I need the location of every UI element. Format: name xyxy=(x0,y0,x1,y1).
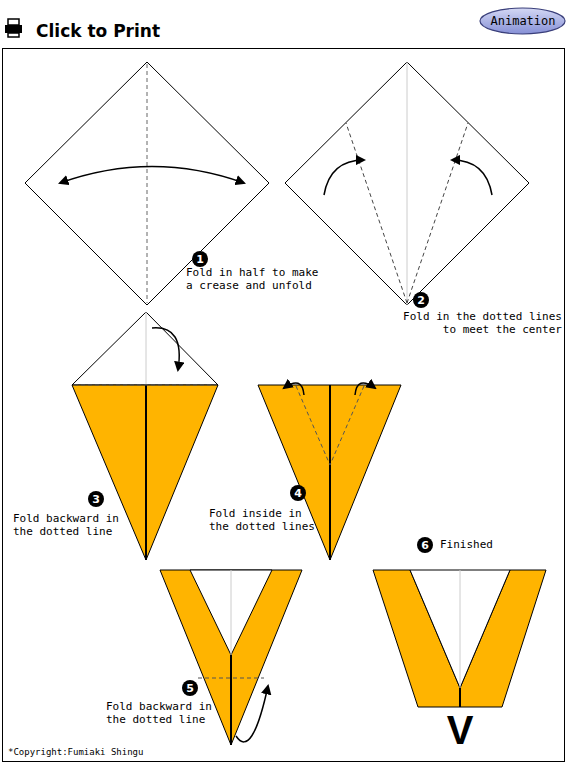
page-title: Click to Print xyxy=(36,21,160,41)
step-number: 3 xyxy=(88,491,104,507)
callout-number: 6 xyxy=(421,539,429,552)
step-instruction: Fold in half to make a crease and unfold xyxy=(186,266,328,292)
copyright-note: *Copyright:Fumiaki Shingu xyxy=(8,747,208,758)
step-instruction: Fold inside in the dotted lines xyxy=(209,507,327,533)
step2-square xyxy=(285,62,529,305)
animation-button: Animation xyxy=(479,7,566,35)
callout-number: 4 xyxy=(294,487,302,500)
step-number: 5 xyxy=(182,680,198,696)
step-instruction: Fold backward in the dotted line xyxy=(13,512,131,538)
callout-number: 2 xyxy=(417,294,425,307)
step-number: 1 xyxy=(192,251,208,267)
printer-icon xyxy=(5,19,22,37)
frame xyxy=(3,49,565,762)
letter-v: V xyxy=(440,708,480,752)
callout-number: 1 xyxy=(196,253,204,266)
button-label: Animation xyxy=(490,14,555,28)
callout-number: 5 xyxy=(186,682,194,695)
step-caption: Finished xyxy=(440,538,520,551)
finished-v xyxy=(373,570,546,707)
callout-number: 3 xyxy=(92,493,100,506)
step-number: 6 xyxy=(417,537,433,553)
step-number: 4 xyxy=(290,485,306,501)
step4-kite xyxy=(258,383,401,560)
step-instruction: Fold in the dotted lines to meet the cen… xyxy=(390,310,562,336)
step-number: 2 xyxy=(413,292,429,308)
step-instruction: Fold backward in the dotted line xyxy=(106,700,224,726)
